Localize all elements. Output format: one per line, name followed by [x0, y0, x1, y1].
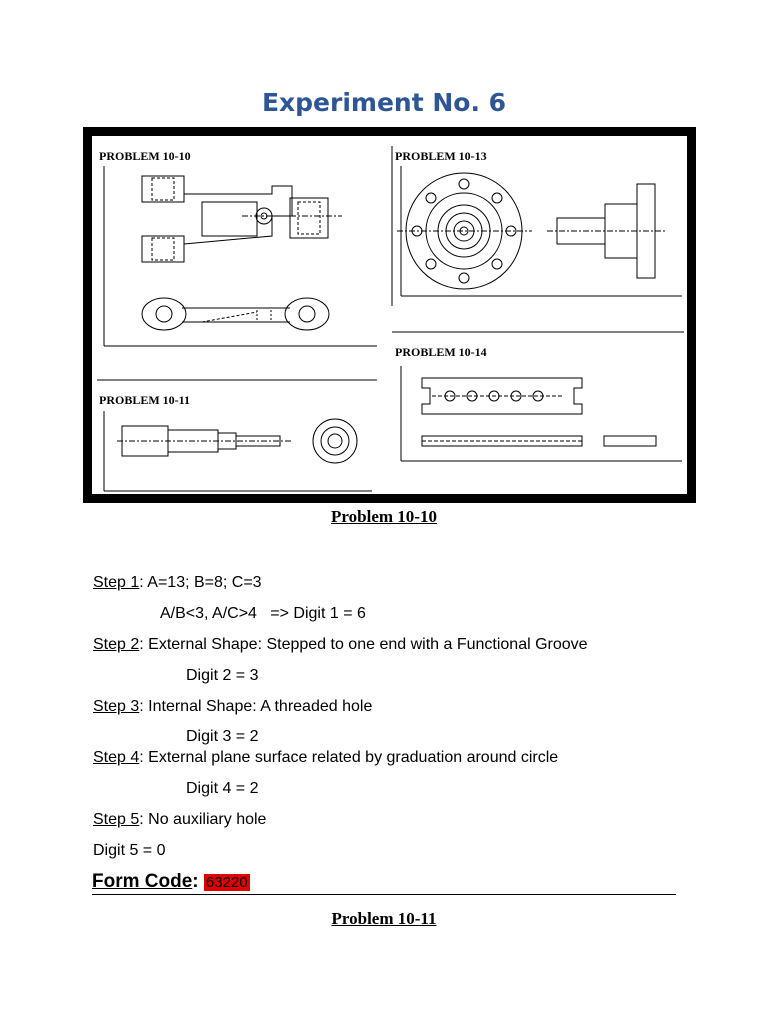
step-5-line: Step 5: No auxiliary hole	[93, 811, 266, 829]
step-1-text: : A=13; B=8; C=3	[139, 574, 262, 591]
problem-10-13-drawing	[397, 166, 682, 297]
digit-1-line: A/B<3, A/C>4 => Digit 1 = 6	[160, 605, 366, 622]
step-4-line: Step 4: External plane surface related b…	[93, 749, 558, 767]
form-code-line: Form Code: 63220	[92, 871, 250, 893]
caption-problem-10-10: Problem 10-10	[331, 507, 437, 526]
digit-2-line: Digit 2 = 3	[186, 667, 259, 684]
caption-problem-10-11: Problem 10-11	[331, 909, 437, 928]
panel-label-10-14: PROBLEM 10-14	[395, 345, 487, 359]
step-1-label: Step 1	[93, 574, 140, 591]
digit-5-line: Digit 5 = 0	[93, 842, 166, 859]
step-4-label: Step 4	[93, 749, 140, 766]
form-code-colon: :	[192, 871, 199, 892]
engineering-drawings-svg: PROBLEM 10-10 PROBLEM 10-13 PROBLEM 10-1…	[97, 146, 684, 492]
page-title: Experiment No. 6	[261, 88, 507, 117]
step-1-line: Step 1: A=13; B=8; C=3	[93, 574, 262, 592]
panel-label-10-10: PROBLEM 10-10	[99, 149, 191, 163]
step-2-text: : External Shape: Stepped to one end wit…	[139, 636, 588, 653]
drawing-figure: PROBLEM 10-10 PROBLEM 10-13 PROBLEM 10-1…	[83, 127, 696, 503]
step-2-line: Step 2: External Shape: Stepped to one e…	[93, 636, 588, 654]
step-3-text: : Internal Shape: A threaded hole	[139, 698, 373, 715]
step-4-text: : External plane surface related by grad…	[139, 749, 559, 766]
horizontal-rule	[92, 894, 676, 895]
panel-label-10-13: PROBLEM 10-13	[395, 149, 487, 163]
drawing-figure-inner: PROBLEM 10-10 PROBLEM 10-13 PROBLEM 10-1…	[92, 136, 687, 494]
problem-10-14-drawing	[400, 366, 682, 462]
digit-3-line: Digit 3 = 2	[186, 728, 259, 745]
step-5-label: Step 5	[93, 811, 140, 828]
step-3-line: Step 3: Internal Shape: A threaded hole	[93, 698, 372, 716]
step-5-text: : No auxiliary hole	[139, 811, 267, 828]
step-3-label: Step 3	[93, 698, 140, 715]
form-code-label: Form Code	[92, 871, 193, 892]
form-code-value: 63220	[203, 874, 250, 891]
panel-label-10-11: PROBLEM 10-11	[99, 393, 190, 407]
step-2-label: Step 2	[93, 636, 140, 653]
digit-4-line: Digit 4 = 2	[186, 780, 259, 797]
problem-10-10-drawing	[103, 166, 377, 347]
problem-10-11-drawing	[103, 411, 372, 492]
